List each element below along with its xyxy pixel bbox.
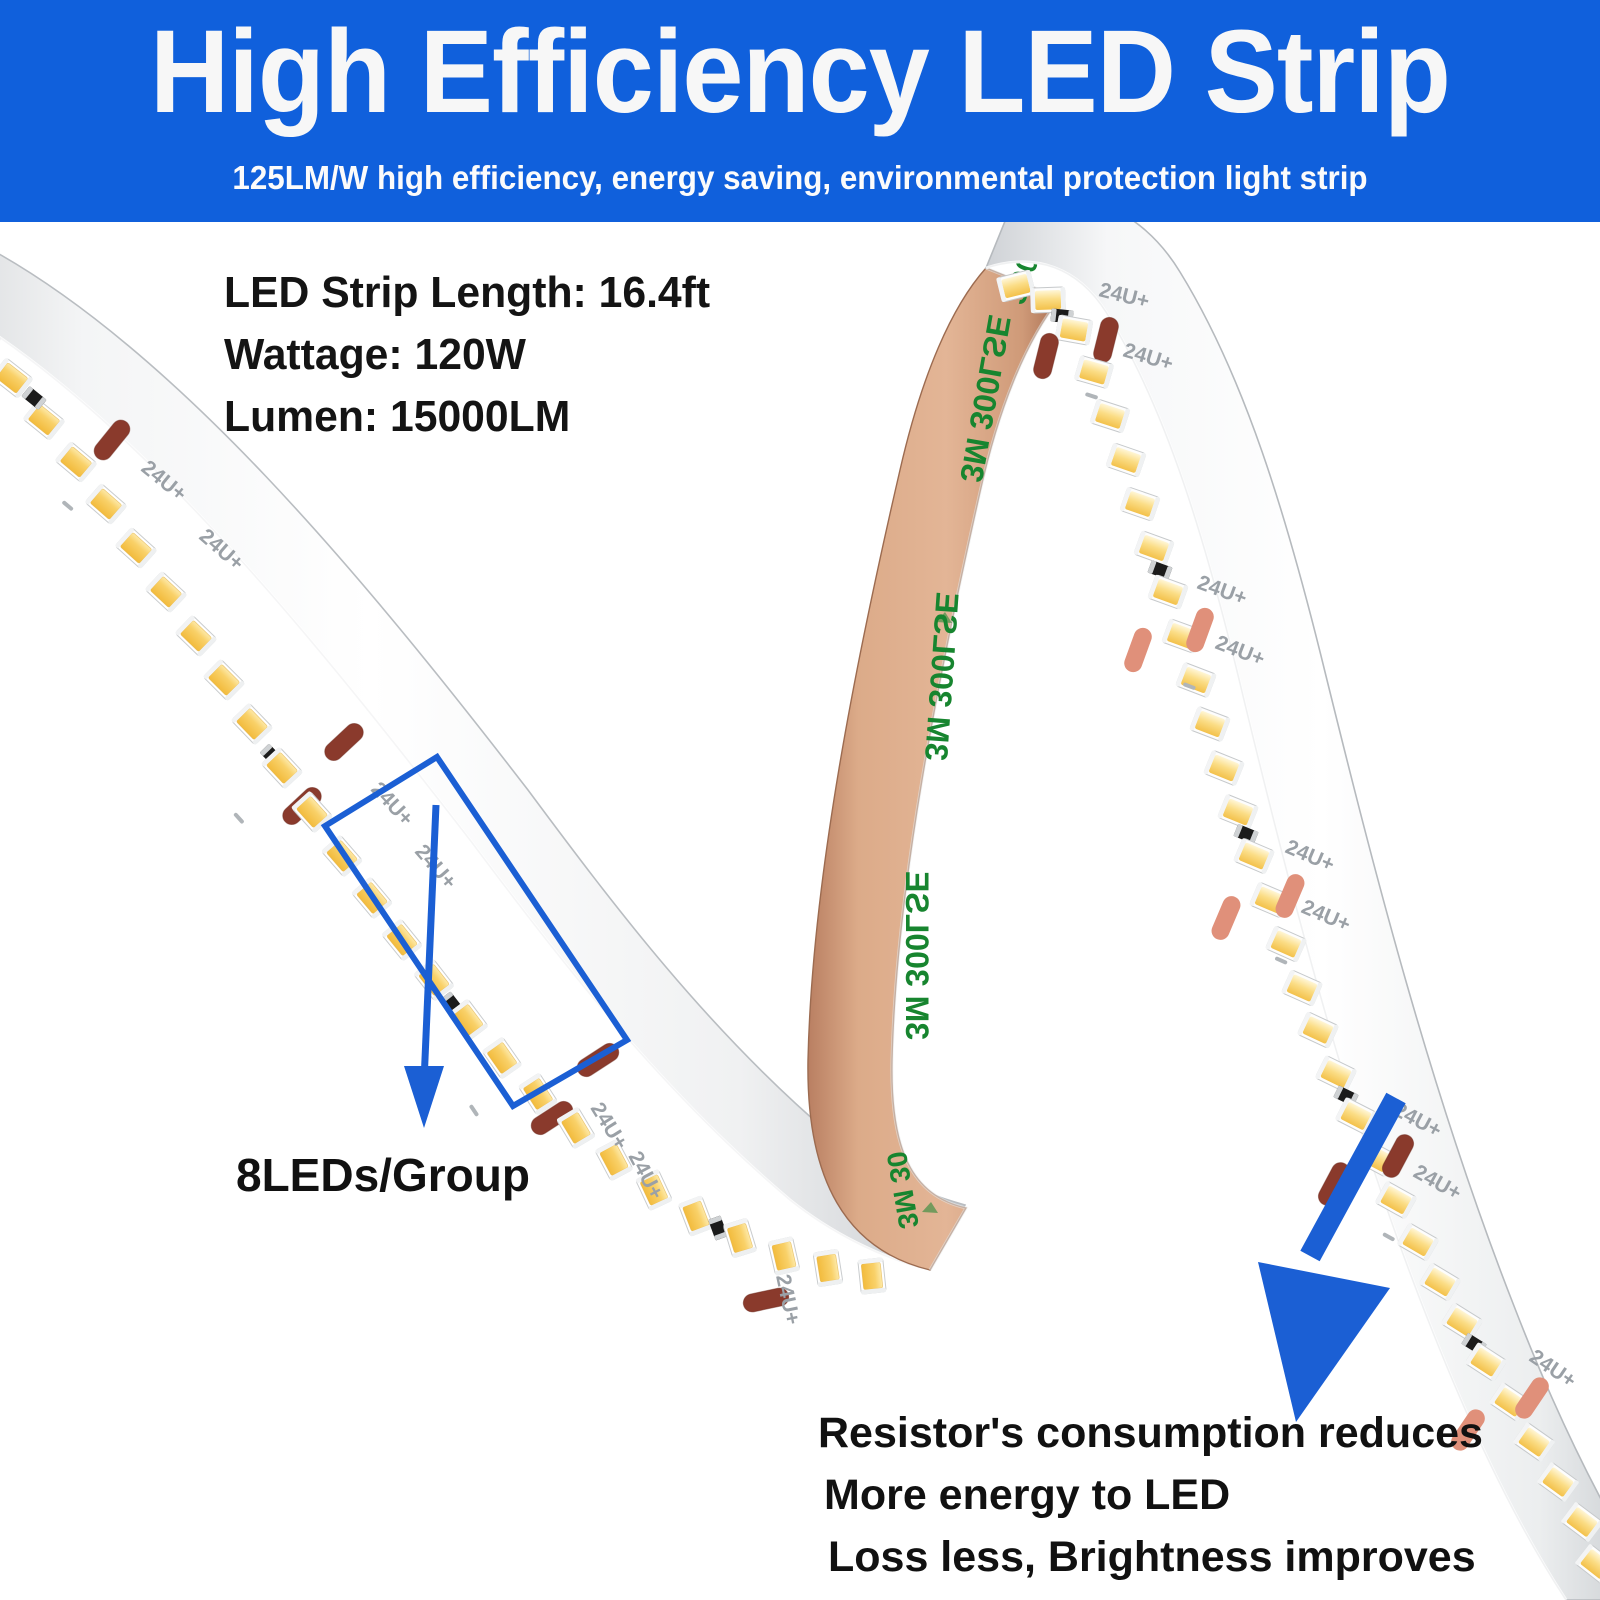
group-callout-box bbox=[320, 752, 632, 1111]
resistor-callout-label: Resistor's consumption reduces More ener… bbox=[818, 1402, 1483, 1588]
header-banner: High Efficiency LED Strip 125LM/W high e… bbox=[0, 0, 1600, 222]
spec-lumen: Lumen: 15000LM bbox=[224, 392, 571, 441]
pcb-polarity-left bbox=[62, 500, 479, 1117]
spec-list: LED Strip Length: 16.4ft Wattage: 120W L… bbox=[224, 262, 710, 448]
liner-body bbox=[807, 267, 1062, 1271]
spec-length: LED Strip Length: 16.4ft bbox=[224, 268, 711, 317]
group-callout-label: 8LEDs/Group bbox=[236, 1149, 530, 1201]
svg-text:3M 300LSE: 3M 300LSE bbox=[899, 871, 935, 1040]
liner-texture bbox=[922, 612, 952, 1213]
group-callout-arrow bbox=[404, 804, 444, 1128]
adhesive-backing-loop: 300LSE 3M 300LSE 3M 300LSE 3M 300LSE 3M … bbox=[807, 195, 1063, 1271]
svg-text:24U+: 24U+ bbox=[771, 1272, 804, 1326]
resistor-line-3: Loss less, Brightness improves bbox=[828, 1533, 1476, 1581]
resistor-line-1: Resistor's consumption reduces bbox=[818, 1409, 1483, 1457]
led-strip-right: 24U+ 24U+ 24U+ 24U+ 24U+ 24U+ 24U+ 24U+ … bbox=[984, 195, 1600, 1600]
page-title: High Efficiency LED Strip bbox=[150, 6, 1451, 138]
spec-wattage: Wattage: 120W bbox=[224, 330, 526, 379]
resistor-line-2: More energy to LED bbox=[824, 1471, 1231, 1519]
resistor-callout-arrow bbox=[1258, 1092, 1406, 1422]
page-subtitle: 125LM/W high efficiency, energy saving, … bbox=[232, 159, 1368, 196]
svg-text:24U+: 24U+ bbox=[586, 1098, 632, 1153]
pcb-polarity-right bbox=[1085, 392, 1395, 1242]
